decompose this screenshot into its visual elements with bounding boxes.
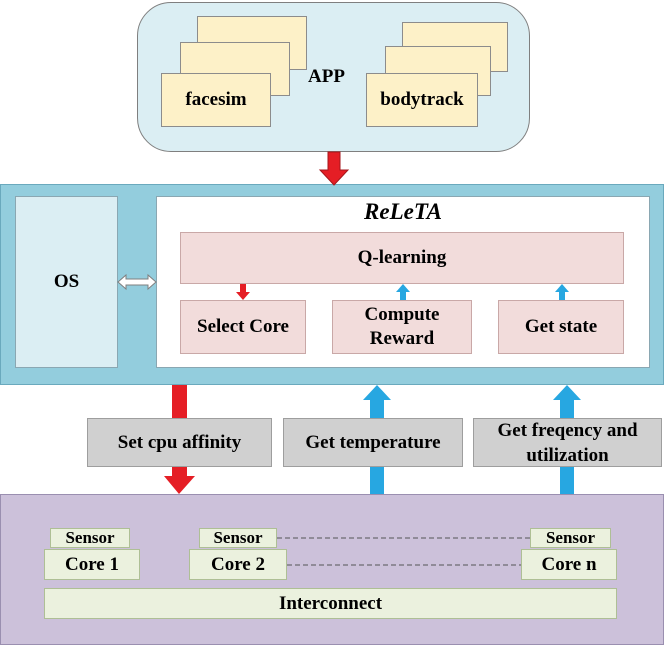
releta-title: ReLeTA xyxy=(364,199,442,224)
get-state-label: Get state xyxy=(524,316,598,337)
select-core-label: Select Core xyxy=(197,316,289,337)
sensor-n: Sensor xyxy=(530,528,611,548)
sensor-2: Sensor xyxy=(199,528,277,548)
os-box: OS xyxy=(15,196,118,368)
core-2-label: Core 2 xyxy=(211,553,265,575)
core-2: Core 2 xyxy=(189,549,287,580)
temperature-shaft-bottom xyxy=(370,467,384,494)
app-to-releta-arrow xyxy=(318,151,350,186)
set-affinity-label: Set cpu affinity xyxy=(117,432,242,453)
frequency-shaft-bottom xyxy=(560,467,574,494)
select-core-arrow xyxy=(236,284,250,300)
get-temperature-box: Get temperature xyxy=(283,418,463,467)
core-1-label: Core 1 xyxy=(65,553,119,575)
select-core-box: Select Core xyxy=(180,300,306,354)
interconnect-box: Interconnect xyxy=(44,588,617,619)
compute-reward-label: Compute Reward xyxy=(364,304,440,349)
qlearning-label: Q-learning xyxy=(357,247,447,268)
app-bodytrack-label: bodytrack xyxy=(380,89,464,110)
app-facesim: facesim xyxy=(161,73,271,127)
temperature-arrow-head xyxy=(363,385,391,418)
affinity-shaft-top xyxy=(172,385,187,418)
compute-reward-box: Compute Reward xyxy=(332,300,472,354)
set-affinity-box: Set cpu affinity xyxy=(87,418,272,467)
get-frequency-box: Get freqency and utilization xyxy=(473,418,662,467)
os-releta-double-arrow xyxy=(117,273,157,291)
sensor-1: Sensor xyxy=(50,528,130,548)
interconnect-label: Interconnect xyxy=(278,592,383,614)
get-state-box: Get state xyxy=(498,300,624,354)
sensor-2-label: Sensor xyxy=(213,528,263,547)
get-temperature-label: Get temperature xyxy=(305,432,441,453)
frequency-arrow-head xyxy=(553,385,581,418)
core-n: Core n xyxy=(521,549,617,580)
core-1: Core 1 xyxy=(44,549,140,580)
app-bodytrack: bodytrack xyxy=(366,73,478,127)
get-frequency-label: Get freqency and utilization xyxy=(497,419,638,466)
app-facesim-label: facesim xyxy=(185,89,247,110)
sensor-n-label: Sensor xyxy=(545,528,596,547)
core-n-label: Core n xyxy=(541,553,597,575)
qlearning-box: Q-learning xyxy=(180,232,624,284)
affinity-arrow-head xyxy=(164,467,195,494)
sensor-1-label: Sensor xyxy=(65,528,115,547)
os-label: OS xyxy=(53,271,80,292)
compute-reward-arrow xyxy=(396,284,410,300)
app-label: APP xyxy=(308,66,345,87)
get-state-arrow xyxy=(555,284,569,300)
